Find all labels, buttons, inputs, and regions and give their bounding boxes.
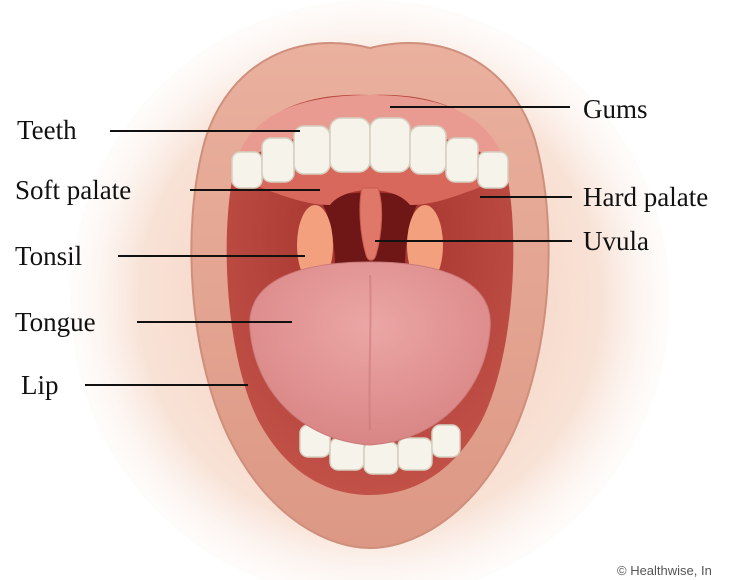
tooth bbox=[398, 438, 432, 470]
label-tongue: Tongue bbox=[15, 307, 96, 337]
tooth bbox=[232, 152, 262, 188]
tongue-midline bbox=[369, 275, 370, 430]
label-tonsil: Tonsil bbox=[15, 241, 82, 271]
tooth bbox=[432, 425, 460, 457]
tooth bbox=[330, 118, 370, 172]
label-hard-palate: Hard palate bbox=[583, 182, 708, 212]
copyright-credit: © Healthwise, In bbox=[617, 563, 712, 578]
label-teeth: Teeth bbox=[17, 115, 77, 145]
label-uvula: Uvula bbox=[583, 226, 649, 256]
label-lip: Lip bbox=[21, 370, 59, 400]
tooth bbox=[370, 118, 410, 172]
tooth bbox=[478, 152, 508, 188]
tooth bbox=[446, 138, 478, 182]
label-gums: Gums bbox=[583, 94, 648, 124]
tooth bbox=[410, 126, 446, 174]
tooth bbox=[294, 126, 330, 174]
tooth bbox=[262, 138, 294, 182]
label-soft-palate: Soft palate bbox=[15, 175, 131, 205]
tooth bbox=[364, 442, 398, 474]
